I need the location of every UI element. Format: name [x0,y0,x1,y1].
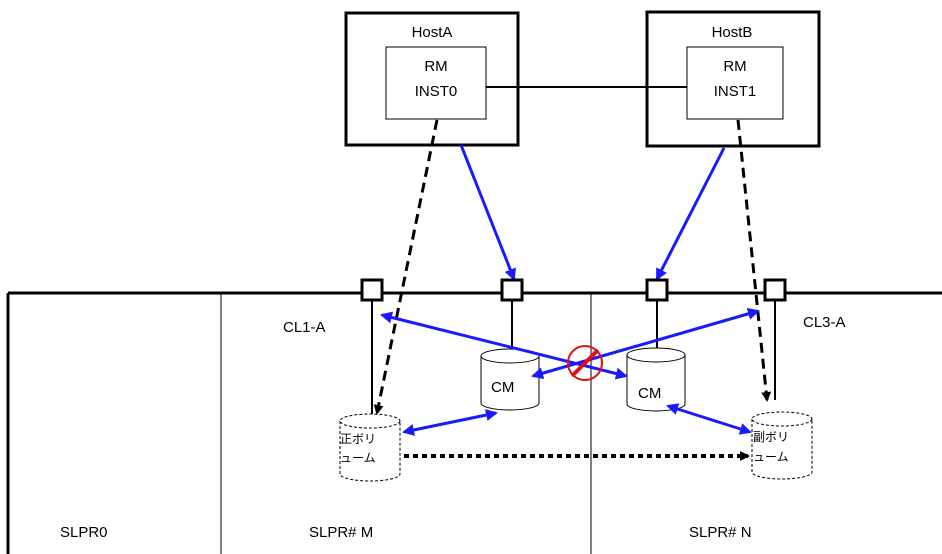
port-cm-left [500,278,524,302]
host-b-name: HostB [712,24,753,41]
link-pvol-cm-left [402,409,498,436]
primary-volume-label-2: ューム [340,451,376,465]
host-a: HostA RM INST0 [344,11,520,147]
cm-label: CM [491,379,514,396]
host-a-name: HostA [412,24,453,41]
rm-label: RM [723,58,746,75]
instance-label: INST1 [714,83,757,100]
rm-label: RM [424,58,447,75]
command-path-host-a [459,144,516,281]
link-cl3-a-cm-left [531,308,760,379]
no-entry-icon [567,345,603,381]
port-label-right: CL3-A [803,314,846,331]
port-cl1-a [360,278,384,302]
partition-label-slpr-n: SLPR# N [689,524,752,541]
secondary-volume-label-1: 副ボリ [753,430,789,444]
partition-label-slpr0: SLPR0 [60,524,108,541]
link-cm-right-svol [666,403,752,435]
command-device-left: CM [480,348,540,411]
port-cm-right [645,278,669,302]
instance-label: INST0 [415,83,458,100]
rm-inst1-box [686,46,784,120]
command-device-right: CM [626,347,686,412]
command-path-host-b [655,147,726,281]
primary-volume-label-1: 正ボリ [340,432,376,446]
port-label-left: CL1-A [283,319,326,336]
host-b: HostB RM INST1 [645,10,821,148]
io-path-host-a [373,119,439,415]
port-cl3-a [763,278,787,302]
primary-volume: 正ボリ ューム [339,413,401,482]
secondary-volume: 副ボリ ューム [751,411,813,480]
secondary-volume-label-2: ューム [753,450,789,464]
io-path-host-b [736,119,772,402]
cm-label: CM [638,385,661,402]
rm-inst0-box [385,46,487,120]
partition-label-slpr-m: SLPR# M [309,524,373,541]
